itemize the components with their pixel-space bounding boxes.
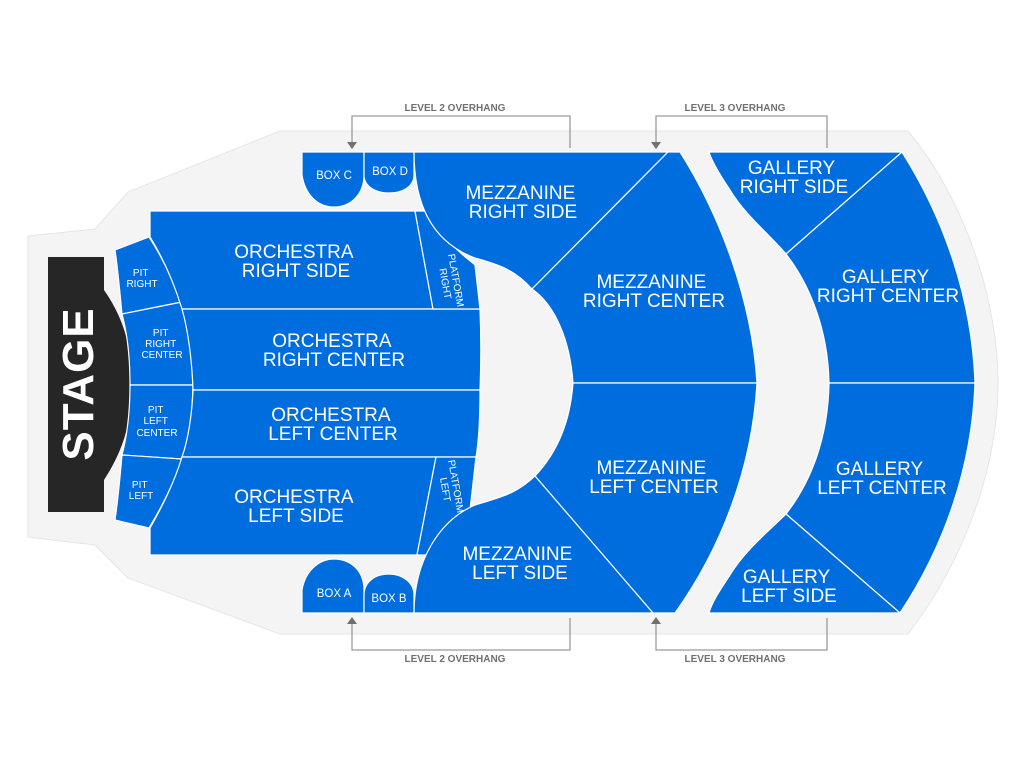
svg-text:LEVEL 3 OVERHANG: LEVEL 3 OVERHANG [685, 103, 786, 114]
stage [48, 257, 132, 512]
svg-text:LEVEL 2 OVERHANG: LEVEL 2 OVERHANG [405, 103, 506, 114]
arrow-down-icon [347, 142, 357, 149]
section-pit-left-center[interactable] [121, 384, 194, 460]
section-mezzanine-left-center[interactable] [534, 382, 758, 614]
overhang-top-level3: LEVEL 3 OVERHANG [651, 103, 828, 149]
section-pit-right-center[interactable] [121, 301, 194, 386]
section-orchestra-left-side[interactable] [149, 456, 437, 556]
section-orchestra-right-side[interactable] [149, 210, 434, 310]
section-gallery-left-center[interactable] [785, 382, 976, 614]
section-orchestra-left-center[interactable] [181, 389, 481, 458]
svg-text:LEVEL 2 OVERHANG: LEVEL 2 OVERHANG [405, 654, 506, 665]
overhang-bottom-level3: LEVEL 3 OVERHANG [651, 617, 828, 665]
section-box-d[interactable] [363, 151, 415, 194]
arrow-up-icon [651, 617, 661, 624]
section-box-a[interactable] [301, 558, 365, 614]
section-orchestra-right-center[interactable] [181, 308, 482, 391]
section-box-c[interactable] [301, 151, 365, 208]
overhang-top-level2: LEVEL 2 OVERHANG [347, 103, 571, 149]
overhang-bottom-level2: LEVEL 2 OVERHANG [347, 617, 571, 665]
arrow-down-icon [651, 142, 661, 149]
section-gallery-right-side[interactable] [708, 151, 904, 255]
svg-text:LEVEL 3 OVERHANG: LEVEL 3 OVERHANG [685, 654, 786, 665]
section-mezzanine-right-side[interactable] [413, 151, 670, 290]
section-mezzanine-left-side[interactable] [413, 475, 655, 614]
section-gallery-left-side[interactable] [708, 513, 902, 614]
arrow-up-icon [347, 617, 357, 624]
section-box-b[interactable] [363, 573, 415, 614]
section-mezzanine-right-center[interactable] [531, 151, 758, 384]
